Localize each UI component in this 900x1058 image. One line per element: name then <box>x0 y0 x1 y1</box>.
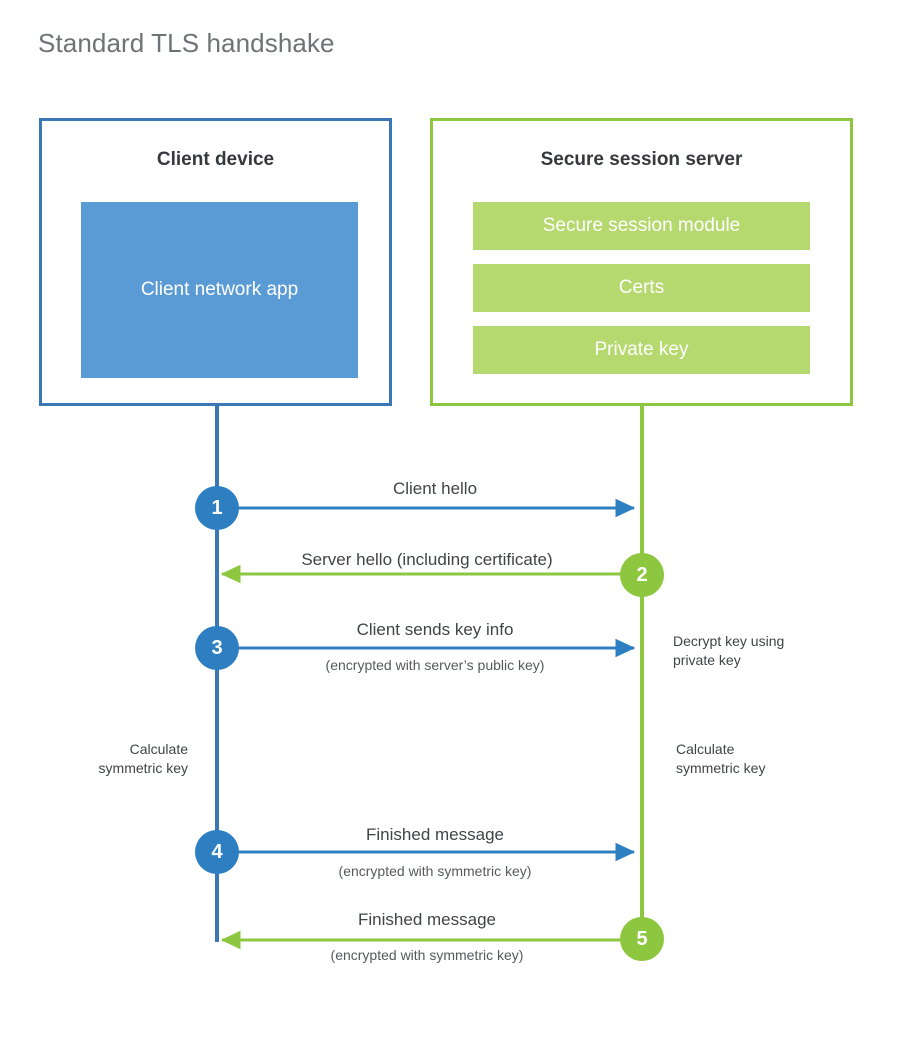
page-title: Standard TLS handshake <box>38 28 335 58</box>
note-server-calculate-line-1: Calculate <box>676 741 735 757</box>
note-client-calculate-line-1: Calculate <box>129 741 188 757</box>
note-client-calculate-symmetric-key: Calculate symmetric key <box>25 740 188 778</box>
message-label-step-1: Client hello <box>392 479 478 498</box>
note-decrypt-key-line-1: Decrypt key using <box>673 633 785 649</box>
step-circle-5[interactable]: 5 <box>620 917 664 961</box>
message-sublabel-step-3: (encrypted with server’s public key) <box>325 657 545 673</box>
message-sublabel-step-5: (encrypted with symmetric key) <box>330 947 524 963</box>
secure-session-server-box: Secure session server Secure session mod… <box>430 118 853 406</box>
server-block-private-key: Private key <box>473 326 810 374</box>
client-device-title: Client device <box>156 149 275 170</box>
note-decrypt-key-line-2: private key <box>673 651 741 668</box>
client-network-app-block: Client network app <box>81 202 358 378</box>
secure-session-server-title: Secure session server <box>540 149 743 170</box>
server-block-secure-session-module: Secure session module <box>473 202 810 250</box>
message-label-step-2: Server hello (including certificate) <box>301 550 553 569</box>
note-client-calculate-line-2: symmetric key <box>98 759 188 776</box>
server-block-certs: Certs <box>473 264 810 312</box>
server-lifeline <box>640 406 644 942</box>
message-sublabel-step-4: (encrypted with symmetric key) <box>338 863 532 879</box>
note-decrypt-key: Decrypt key using private key <box>673 632 853 670</box>
step-circle-1[interactable]: 1 <box>195 486 239 530</box>
note-server-calculate-symmetric-key: Calculate symmetric key <box>676 740 856 778</box>
message-label-step-5: Finished message <box>358 910 496 929</box>
step-circle-2[interactable]: 2 <box>620 553 664 597</box>
client-device-box: Client device Client network app <box>39 118 392 406</box>
client-lifeline <box>215 406 219 942</box>
note-server-calculate-line-2: symmetric key <box>676 759 766 776</box>
message-label-step-4: Finished message <box>366 825 504 844</box>
step-circle-3[interactable]: 3 <box>195 626 239 670</box>
step-circle-4[interactable]: 4 <box>195 830 239 874</box>
message-label-step-3: Client sends key info <box>356 620 514 639</box>
